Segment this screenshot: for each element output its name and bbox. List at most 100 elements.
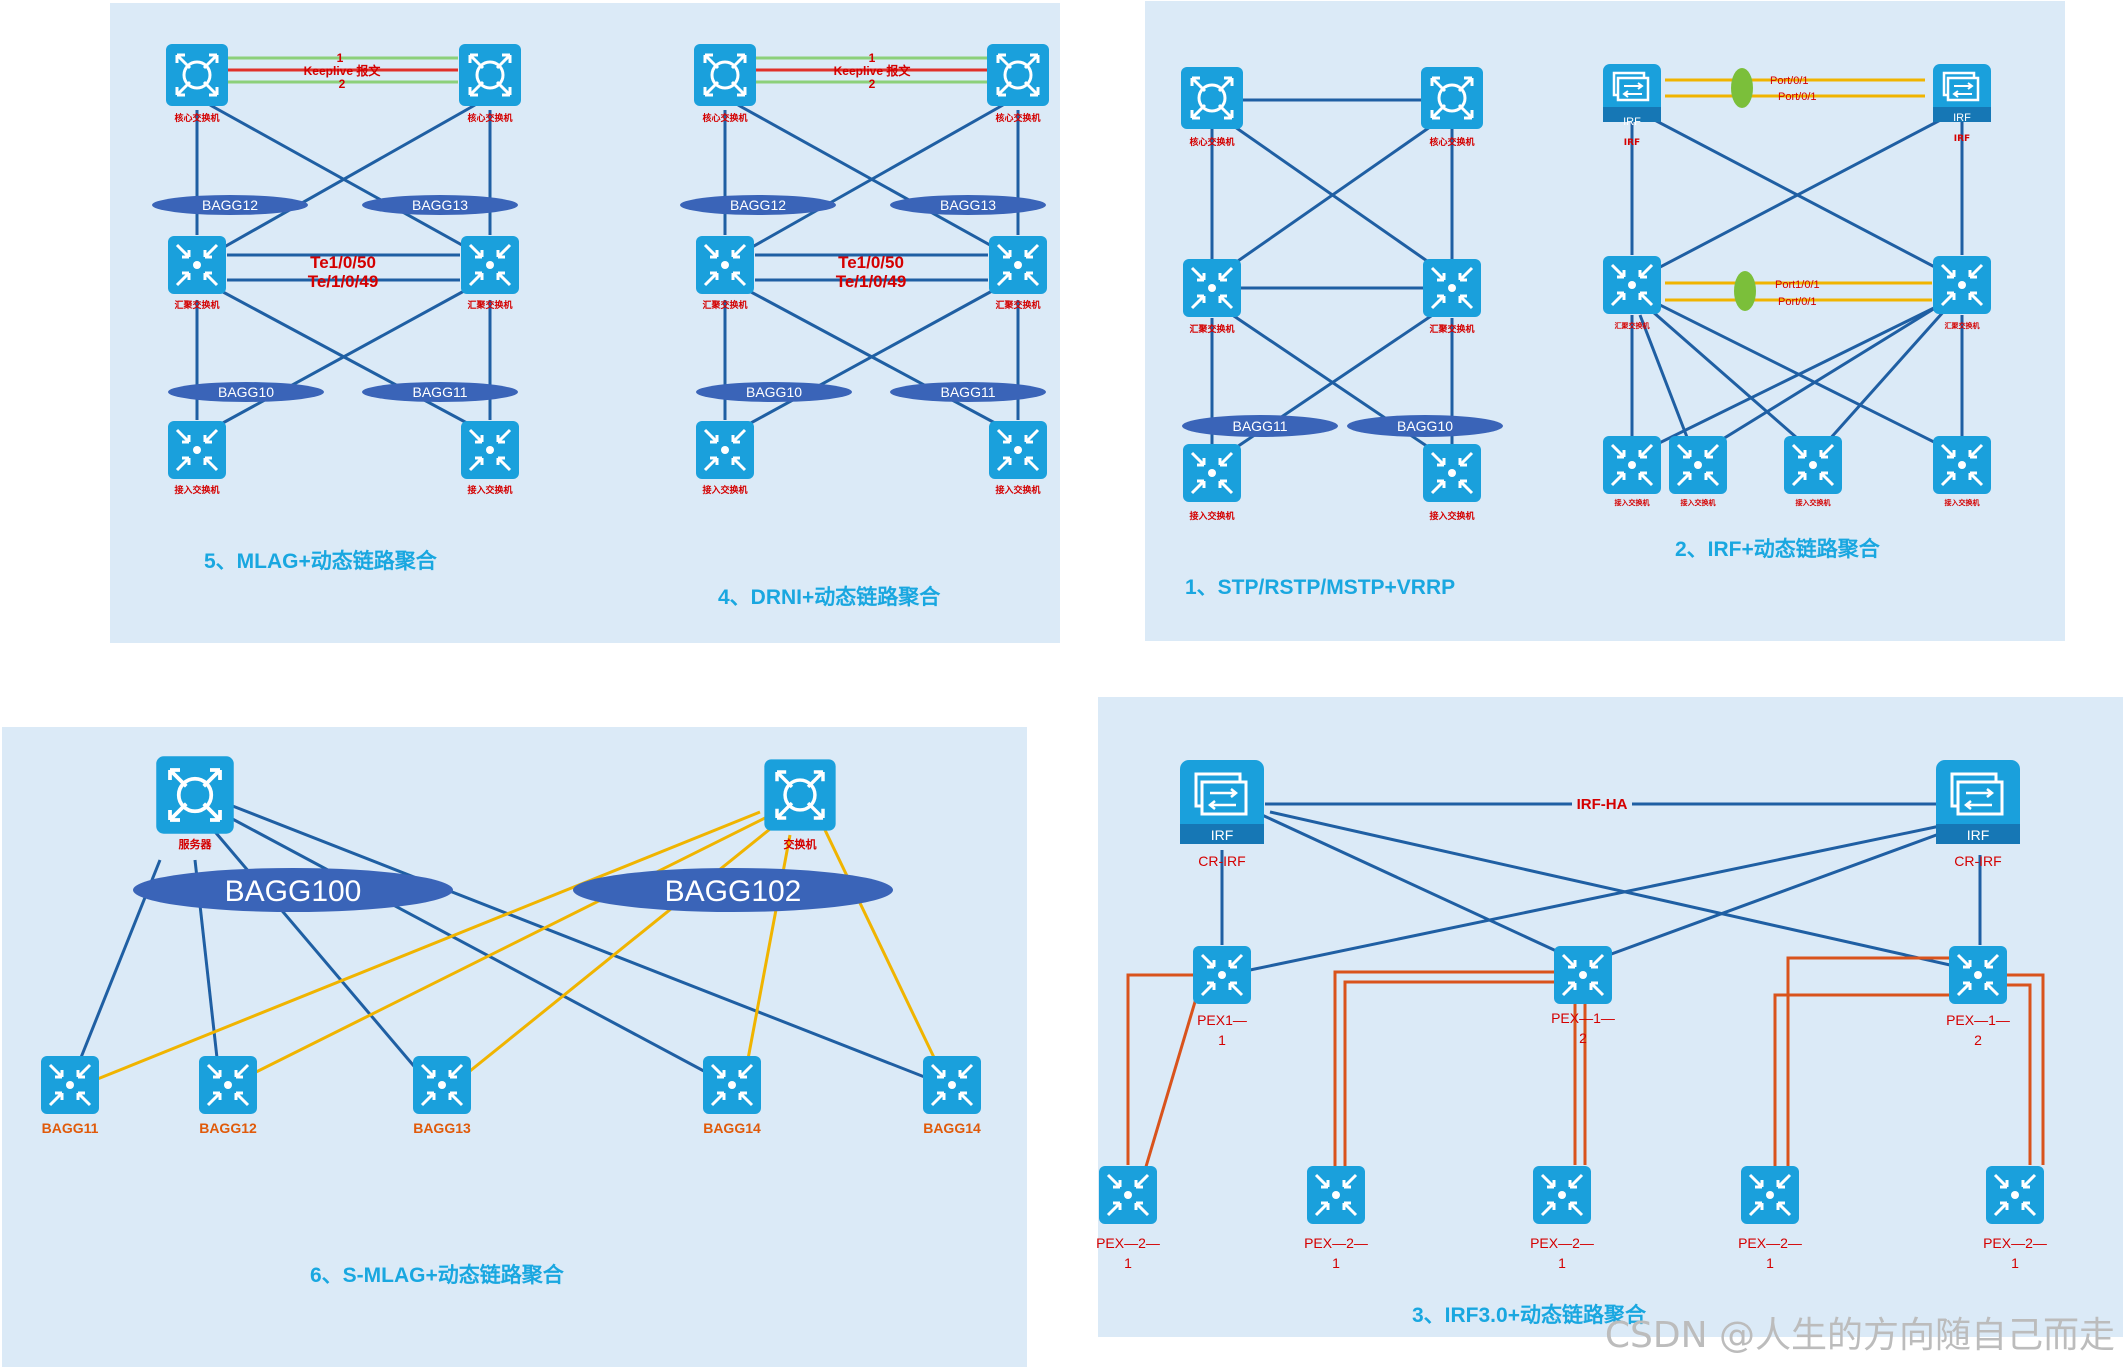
- smlag-switch-icon: [762, 757, 838, 833]
- irf3-pex2-1-num: 1: [1124, 1255, 1132, 1271]
- drni-agg-right-label: 汇聚交换机: [995, 299, 1040, 311]
- irf3-pex1-3-label: PEX—1—: [1946, 1012, 2010, 1028]
- smlag-access-3-icon: [411, 1054, 473, 1116]
- mlag-agg-left-icon: [166, 234, 228, 296]
- irf-agg-left-label: 汇聚交换机: [1615, 321, 1650, 330]
- mlag-bagg11: BAGG11: [413, 384, 468, 400]
- irf3-pex1-2-num: 2: [1579, 1030, 1587, 1046]
- smlag-access-5-icon: [921, 1054, 983, 1116]
- smlag-access-4-label: BAGG14: [703, 1120, 761, 1136]
- irf3-pex1-2-label: PEX—1—: [1551, 1010, 1615, 1026]
- mlag-keeplive-num1: 1: [337, 51, 344, 65]
- smlag-access-2-label: BAGG12: [199, 1120, 257, 1136]
- irf-access-3-icon: [1782, 434, 1844, 496]
- smlag-access-1-icon: [39, 1054, 101, 1116]
- mlag-access-left-label: 接入交换机: [174, 484, 219, 496]
- irf3-pex2-1-icon: [1097, 1164, 1159, 1226]
- drni-access-right-label: 接入交换机: [995, 484, 1040, 496]
- mlag-bagg10: BAGG10: [218, 384, 274, 400]
- smlag-access-5-label: BAGG14: [923, 1120, 981, 1136]
- irf-title: 2、IRF+动态链路聚合: [1675, 537, 1881, 561]
- mlag-agg-right-label: 汇聚交换机: [467, 299, 512, 311]
- stp-bagg11: BAGG11: [1233, 418, 1288, 434]
- irf-right-badge: IRF: [1953, 112, 1971, 124]
- drni-te1: Te1/0/50: [838, 253, 904, 272]
- irf3-pex2-5-label: PEX—2—: [1983, 1235, 2047, 1251]
- irf-left-label: IRF: [1624, 138, 1640, 148]
- smlag-bagg102: BAGG102: [665, 875, 802, 908]
- drni-bagg10: BAGG10: [746, 384, 802, 400]
- smlag-access-1-label: BAGG11: [42, 1120, 99, 1136]
- irf3-pex1-2-icon: [1552, 944, 1614, 1006]
- smlag-server-icon: [154, 754, 236, 836]
- drni-bagg13: BAGG13: [940, 197, 996, 213]
- stp-access-right-label: 接入交换机: [1429, 510, 1474, 522]
- irf3-pex2-5-icon: [1984, 1164, 2046, 1226]
- stp-core-right-label: 核心交换机: [1429, 136, 1474, 148]
- irf-access-1-label: 接入交换机: [1615, 498, 1650, 507]
- drni-core-right-label: 核心交换机: [995, 112, 1040, 124]
- irf3-left-badge: IRF: [1211, 827, 1234, 843]
- mlag-agg-left-label: 汇聚交换机: [174, 299, 219, 311]
- stp-diagram: BAGG11 BAGG10 核心交换机 核心交换机 汇聚交换机 汇聚交换机 接入…: [1179, 65, 1503, 522]
- irf3-pex2-4-num: 1: [1766, 1255, 1774, 1271]
- stp-agg-left-icon: [1181, 257, 1243, 319]
- drni-core-right-icon: [985, 42, 1051, 108]
- mlag-agg-right-icon: [459, 234, 521, 296]
- stp-core-left-label: 核心交换机: [1189, 136, 1234, 148]
- irf3-pex2-1-label: PEX—2—: [1096, 1235, 1160, 1251]
- stp-title: 1、STP/RSTP/MSTP+VRRP: [1185, 576, 1455, 599]
- irf3-pex1-1-num: 1: [1218, 1032, 1226, 1048]
- irf3-title: 3、IRF3.0+动态链路聚合: [1412, 1303, 1647, 1327]
- mlag-diagram: 1 Keeplive 报文 2 BAGG12 BAGG13 BAGG10 BAG…: [152, 42, 523, 496]
- irf-agg-right-label: 汇聚交换机: [1945, 321, 1980, 330]
- drni-agg-right-icon: [987, 234, 1049, 296]
- irf3-pex2-3-label: PEX—2—: [1530, 1235, 1594, 1251]
- stp-agg-right-icon: [1421, 257, 1483, 319]
- stp-core-right-icon: [1419, 65, 1485, 131]
- drni-access-left-icon: [694, 419, 756, 481]
- drni-title: 4、DRNI+动态链路聚合: [718, 585, 941, 609]
- irf3-pex1-1-label: PEX1—: [1197, 1012, 1247, 1028]
- drni-keeplive-num1: 1: [869, 51, 876, 65]
- drni-bagg12: BAGG12: [730, 197, 786, 213]
- mlag-access-left-icon: [166, 419, 228, 481]
- irf3-pex2-4-icon: [1739, 1164, 1801, 1226]
- drni-agg-left-icon: [694, 234, 756, 296]
- irf-diagram: Port/0/1 Port/0/1 Port1/0/1 Port/0/1 IRF…: [1601, 62, 1993, 507]
- mlag-core-right-icon: [457, 42, 523, 108]
- irf3-cr-right-label: CR-IRF: [1954, 853, 2001, 869]
- irf-right-label: IRF: [1954, 134, 1970, 144]
- stp-agg-right-label: 汇聚交换机: [1429, 323, 1474, 335]
- mlag-title: 5、MLAG+动态链路聚合: [204, 549, 438, 573]
- irf-access-3-label: 接入交换机: [1796, 498, 1831, 507]
- stp-agg-left-label: 汇聚交换机: [1189, 323, 1234, 335]
- drni-agg-left-label: 汇聚交换机: [702, 299, 747, 311]
- irf3-pex1-1-icon: [1191, 944, 1253, 1006]
- irf3-pex2-4-label: PEX—2—: [1738, 1235, 1802, 1251]
- irf3-right-badge: IRF: [1967, 827, 1990, 843]
- irf3-pex1-3-icon: [1947, 944, 2009, 1006]
- mlag-access-right-label: 接入交换机: [467, 484, 512, 496]
- mlag-bagg13: BAGG13: [412, 197, 468, 213]
- irf3-pex1-3-num: 2: [1974, 1032, 1982, 1048]
- mlag-core-left-label: 核心交换机: [174, 112, 219, 124]
- mlag-te2: Te/1/0/49: [308, 272, 379, 291]
- smlag-server-label: 服务器: [179, 837, 213, 851]
- drni-diagram: 1 Keeplive 报文 2 BAGG12 BAGG13 BAGG10 BAG…: [680, 42, 1051, 496]
- mlag-access-right-icon: [459, 419, 521, 481]
- stp-access-right-icon: [1421, 442, 1483, 504]
- irf-port-top-2: Port/0/1: [1778, 91, 1817, 103]
- mlag-core-right-label: 核心交换机: [467, 112, 512, 124]
- irf3-irf-ha: IRF-HA: [1577, 796, 1628, 813]
- irf-agg-right-icon: [1931, 254, 1993, 316]
- irf-access-4-label: 接入交换机: [1945, 498, 1980, 507]
- stp-bagg10: BAGG10: [1397, 418, 1453, 434]
- smlag-bagg100: BAGG100: [225, 875, 362, 908]
- smlag-switch-label: 交换机: [784, 837, 817, 851]
- smlag-access-3-label: BAGG13: [413, 1120, 471, 1136]
- smlag-diagram: BAGG100 BAGG102 服务器 交换机 BAGG11 BAGG12 BA…: [39, 754, 983, 1136]
- drni-bagg11: BAGG11: [941, 384, 996, 400]
- irf-left-icon: [1601, 62, 1663, 124]
- irf3-cr-left-label: CR-IRF: [1198, 853, 1245, 869]
